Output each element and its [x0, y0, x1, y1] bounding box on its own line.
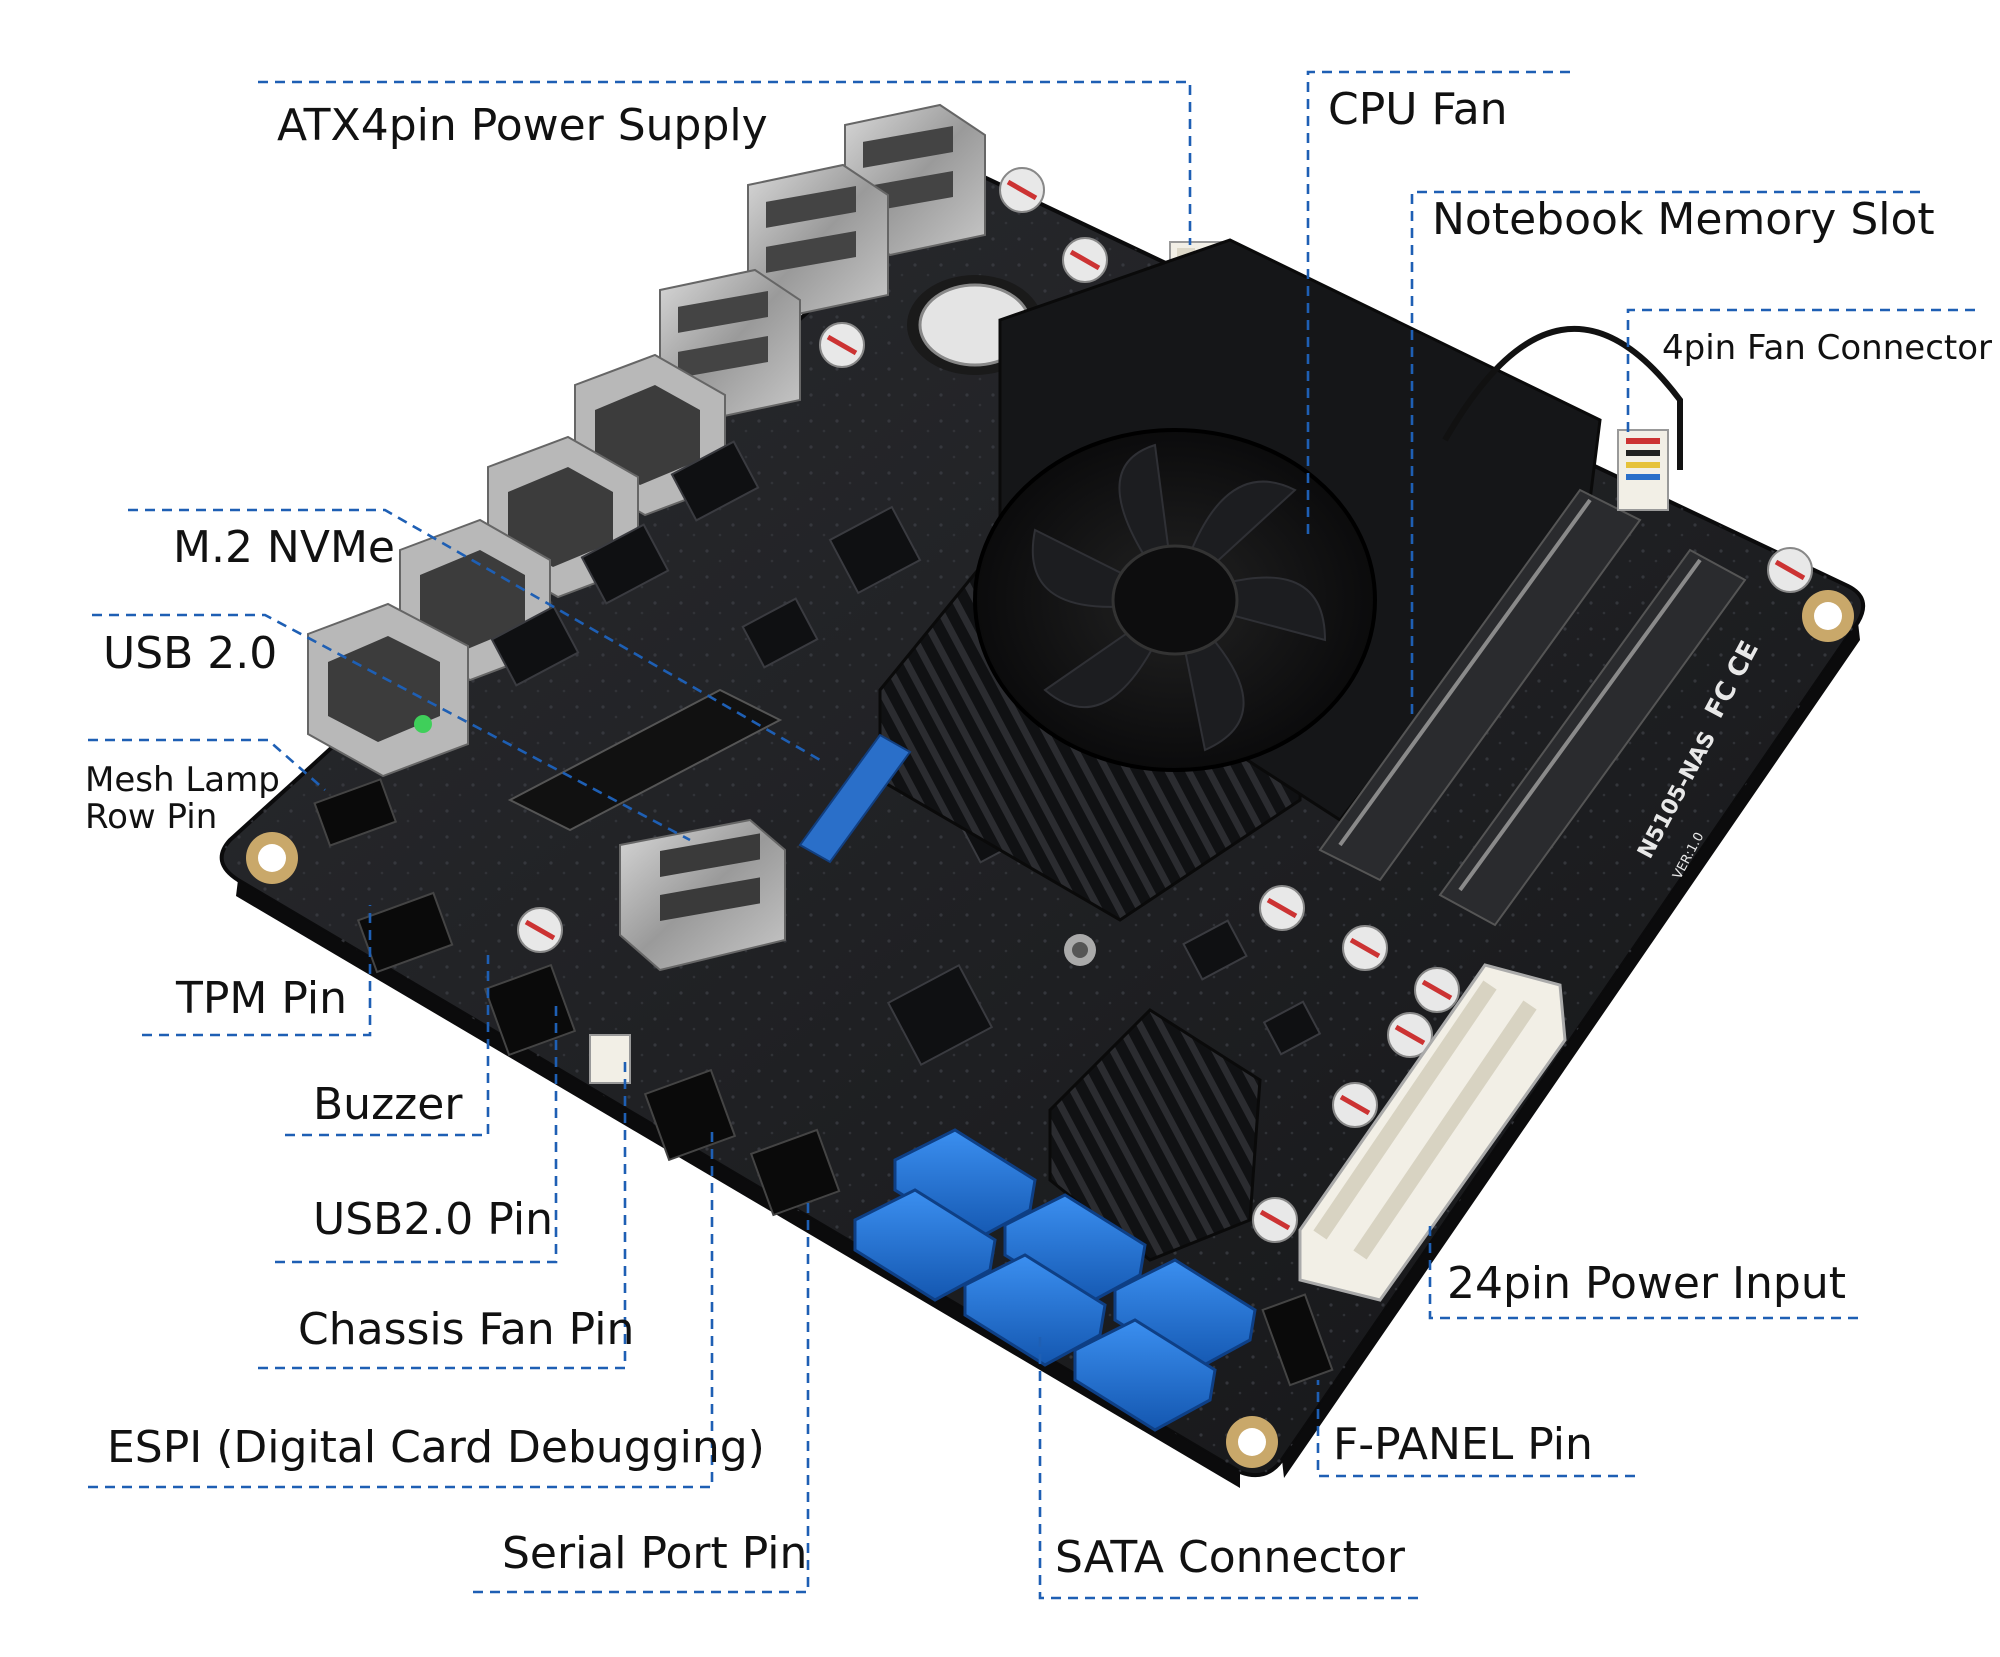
fan-4pin-connector: [1617, 429, 1669, 511]
label-atx4pin: ATX4pin Power Supply: [277, 100, 768, 151]
memory-slot: [1318, 488, 1747, 927]
label-f-panel-pin: F-PANEL Pin: [1333, 1419, 1593, 1470]
chassis-fan-connector: [589, 1034, 631, 1084]
power-24pin-connector: [1298, 963, 1567, 1302]
label-4pin-fan-connector: 4pin Fan Connector: [1662, 328, 1993, 368]
label-chassis-fan-pin: Chassis Fan Pin: [298, 1304, 635, 1355]
label-mesh-lamp-line2: Row Pin: [85, 797, 218, 837]
capacitors: [517, 167, 1813, 1243]
label-24pin-power-input: 24pin Power Input: [1447, 1258, 1846, 1309]
label-tpm-pin: TPM Pin: [176, 973, 348, 1024]
label-espi: ESPI (Digital Card Debugging): [107, 1422, 765, 1473]
label-m2-nvme: M.2 NVMe: [173, 522, 395, 573]
label-mesh-lamp-line1: Mesh Lamp: [85, 760, 280, 800]
leader-lines: [88, 70, 1975, 1600]
mounting-holes: [246, 590, 1854, 1468]
chipset-heatsink: [1048, 1008, 1262, 1262]
label-serial-port-pin: Serial Port Pin: [502, 1528, 808, 1579]
label-sata-connector: SATA Connector: [1055, 1532, 1405, 1583]
pin-headers: [313, 778, 1334, 1387]
label-buzzer: Buzzer: [313, 1079, 463, 1130]
label-cpu-fan: CPU Fan: [1328, 84, 1508, 135]
label-notebook-memory-slot: Notebook Memory Slot: [1432, 194, 1935, 245]
label-usb20-pin: USB2.0 Pin: [313, 1194, 553, 1245]
label-usb-2: USB 2.0: [103, 628, 278, 679]
m2-slot: [507, 688, 912, 864]
sata-connectors: [853, 1128, 1257, 1432]
